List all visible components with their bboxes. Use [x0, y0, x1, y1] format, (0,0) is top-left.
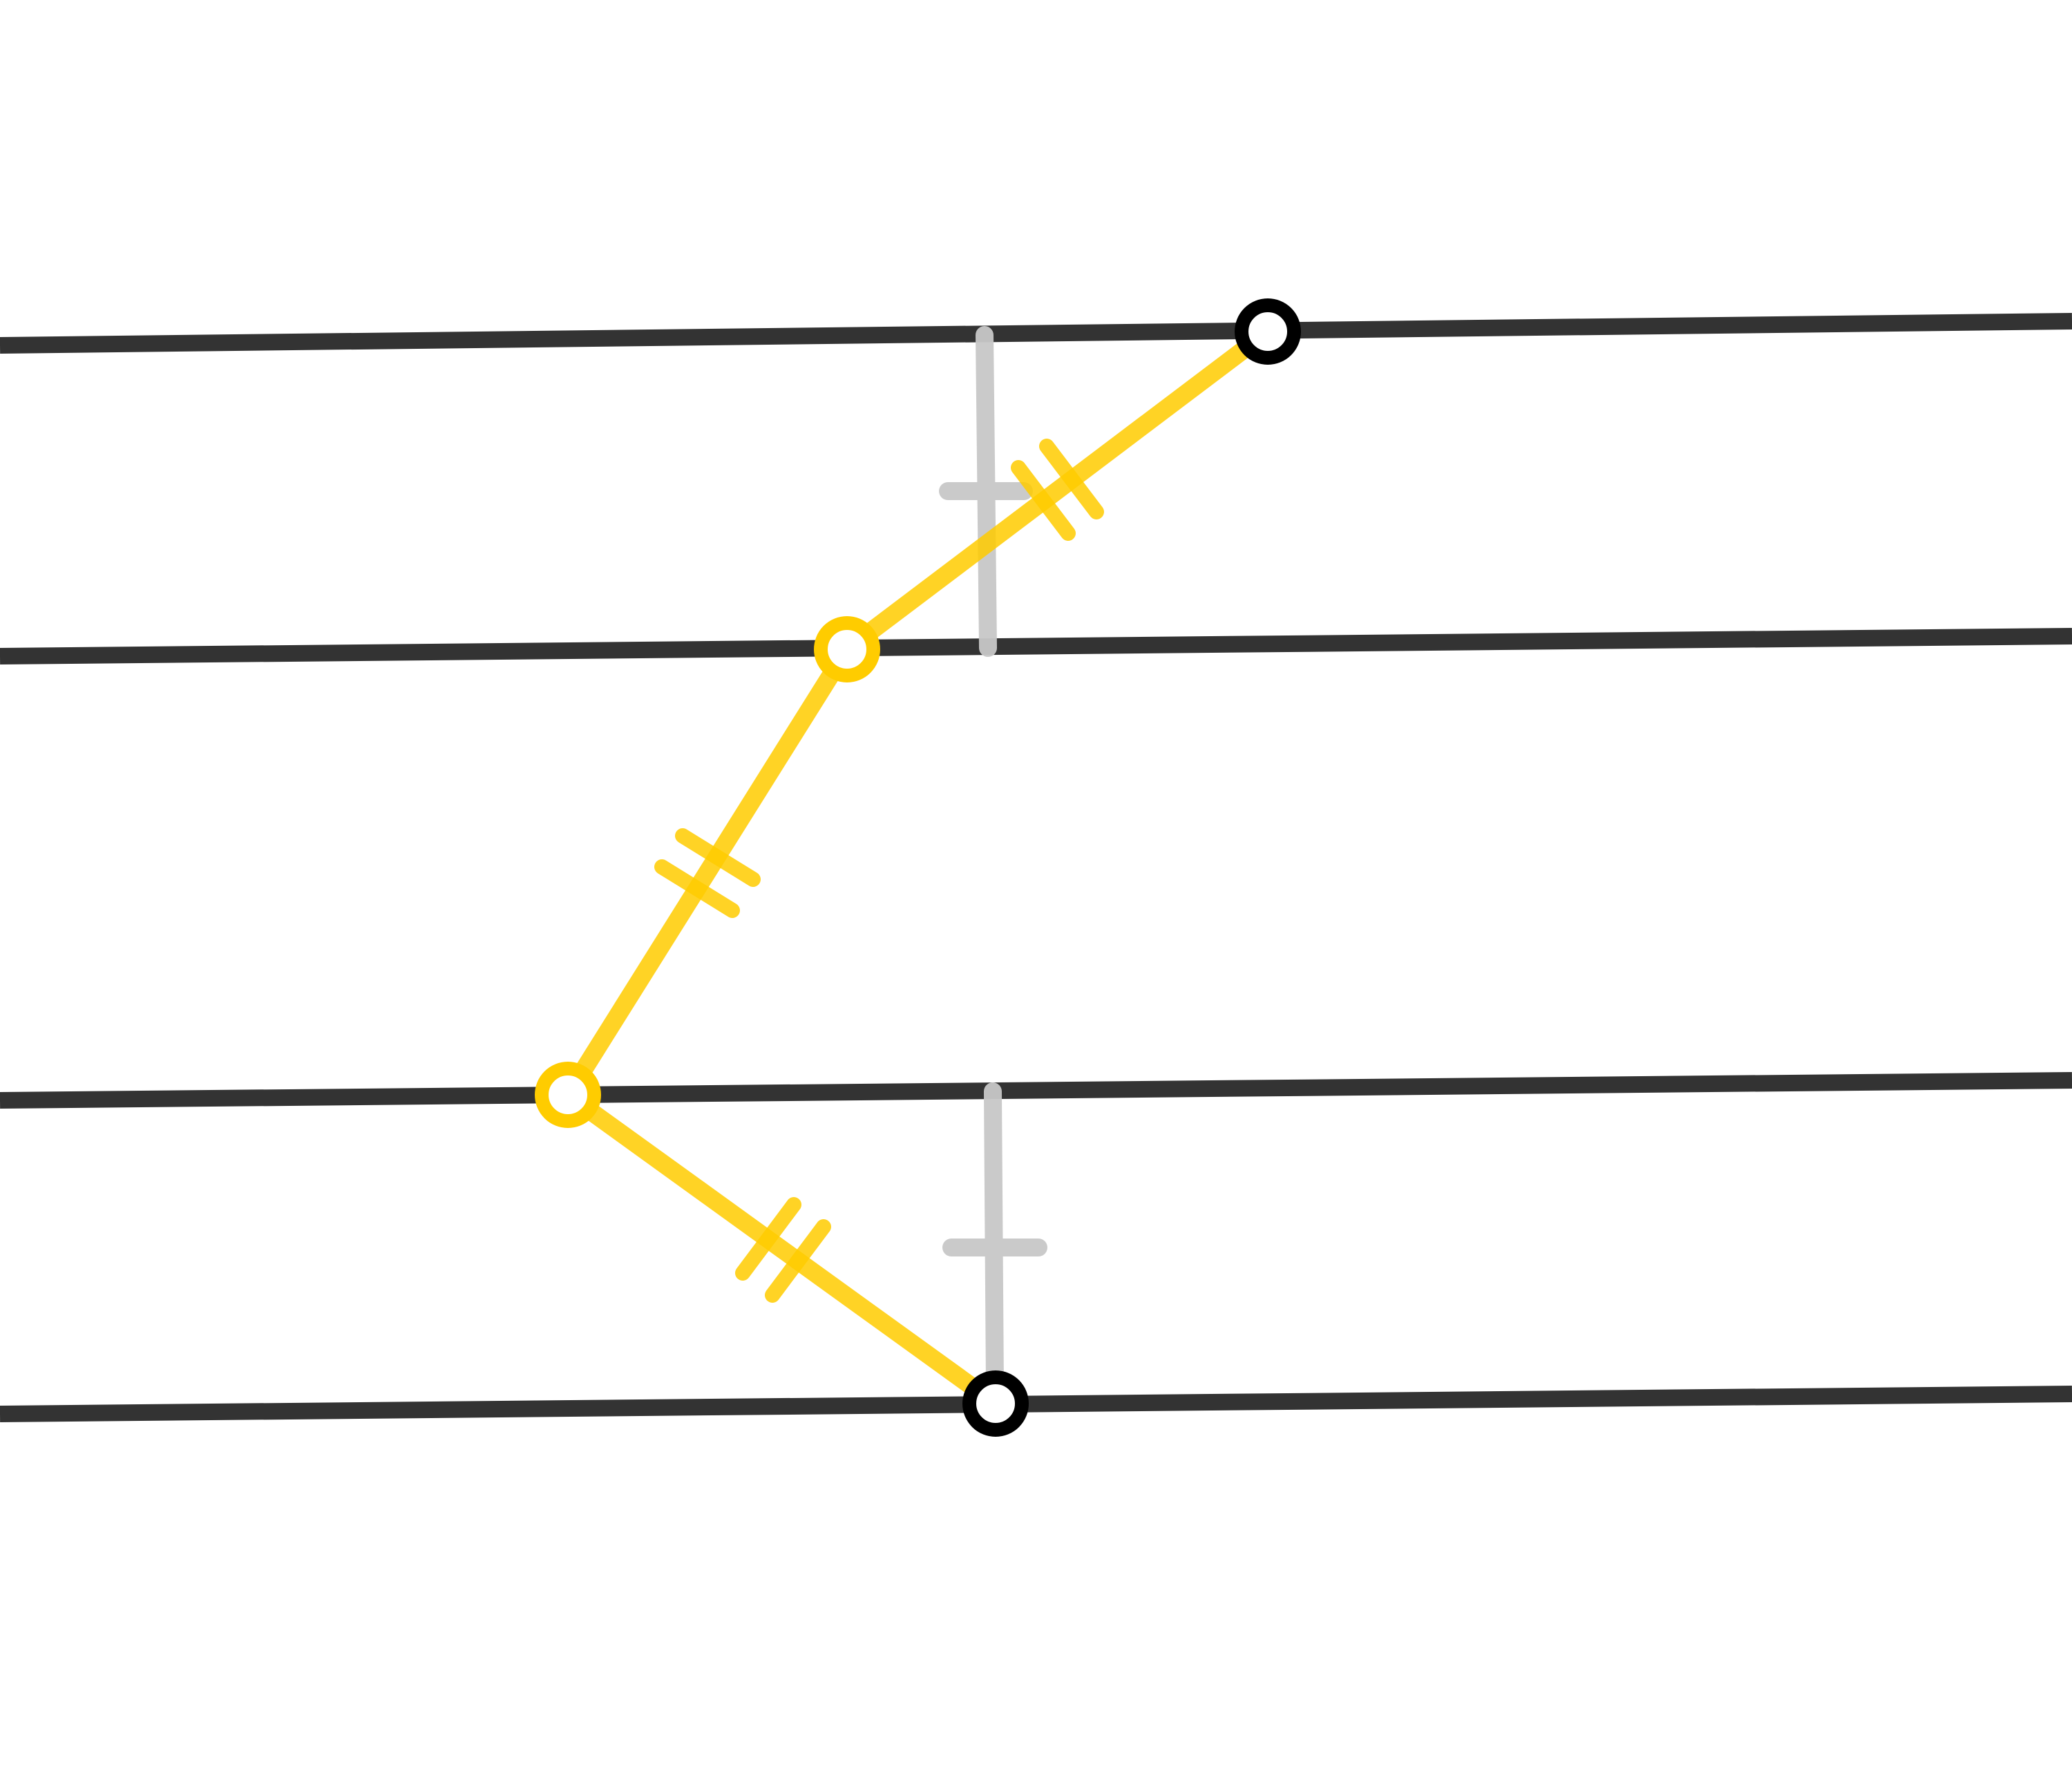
- path-segment-3: [559, 1086, 1005, 1413]
- tick-mark: [654, 859, 740, 918]
- tick-pair-segment-2: [654, 828, 761, 918]
- tick-pair-segment-3: [735, 1197, 831, 1303]
- parallel-line-4: [0, 1386, 2072, 1422]
- turning-point-lower: [535, 1062, 601, 1128]
- guide-mark-upper: [939, 326, 1033, 657]
- endpoint-top: [1235, 298, 1301, 365]
- parallel-lines: [0, 313, 2072, 1422]
- tick-mark: [735, 1197, 801, 1281]
- tick-pair-segment-1: [1011, 439, 1104, 541]
- zigzag-path: [559, 323, 1277, 1413]
- tick-mark: [765, 1219, 831, 1303]
- parallel-line-2: [0, 628, 2072, 664]
- tick-mark: [675, 828, 761, 887]
- guide-marks: [939, 326, 1047, 1396]
- path-segment-1: [838, 323, 1277, 658]
- path-segment-2: [559, 640, 856, 1104]
- endpoint-bottom: [962, 1370, 1029, 1437]
- tick-marks: [654, 439, 1104, 1303]
- parallel-line-1: [0, 313, 2072, 354]
- tick-mark: [1039, 439, 1104, 519]
- tick-mark: [1011, 460, 1076, 541]
- parallel-line-3: [0, 1072, 2072, 1109]
- guide-mark-lower: [942, 1082, 1047, 1396]
- turning-point-upper: [814, 616, 880, 682]
- path-points: [535, 298, 1301, 1437]
